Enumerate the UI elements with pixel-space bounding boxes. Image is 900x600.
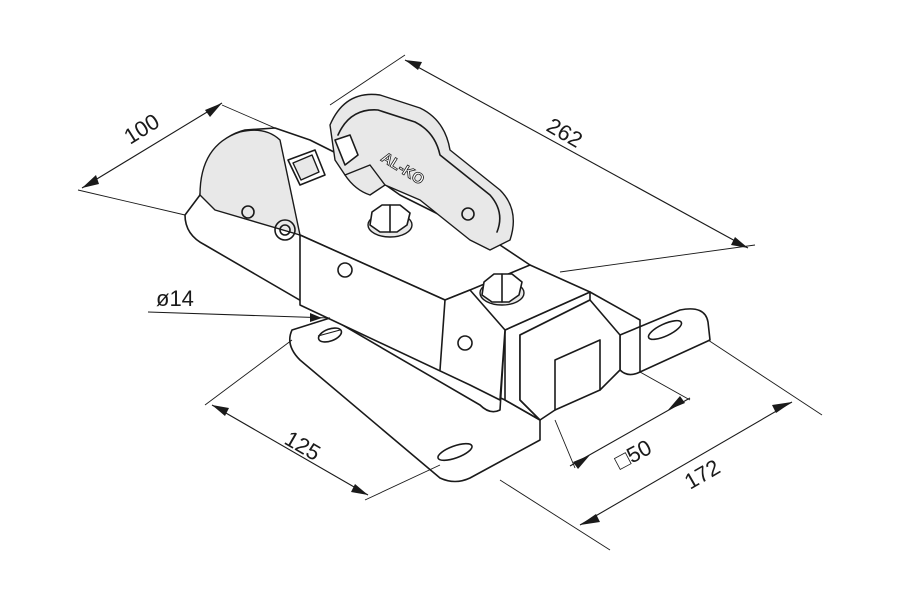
- mounting-slot-left: [437, 442, 473, 462]
- dimension-hole-spacing-label: 125: [281, 426, 325, 466]
- coupling-housing: [184, 127, 591, 413]
- side-hole-3: [337, 262, 353, 278]
- bolt-upper: [367, 204, 413, 238]
- dimension-base-width-label: 172: [680, 454, 724, 494]
- dimension-length-label: 262: [543, 113, 587, 153]
- base-plate: [289, 291, 711, 483]
- side-hole-1: [274, 219, 296, 241]
- bolt-lower: [479, 273, 525, 306]
- mounting-hole-left-top: [317, 327, 343, 343]
- dimension-hole-diameter-label: ø14: [156, 286, 194, 311]
- side-hole-4: [457, 335, 473, 351]
- dimension-tube-square-label: □50: [611, 435, 656, 475]
- dimension-hole-diameter: ø14: [147, 286, 341, 337]
- coupling-handle: AL-KO: [329, 93, 514, 251]
- dimension-width-top-label: 100: [119, 109, 163, 150]
- mounting-slot-right: [647, 319, 683, 341]
- side-hole-2: [241, 205, 255, 219]
